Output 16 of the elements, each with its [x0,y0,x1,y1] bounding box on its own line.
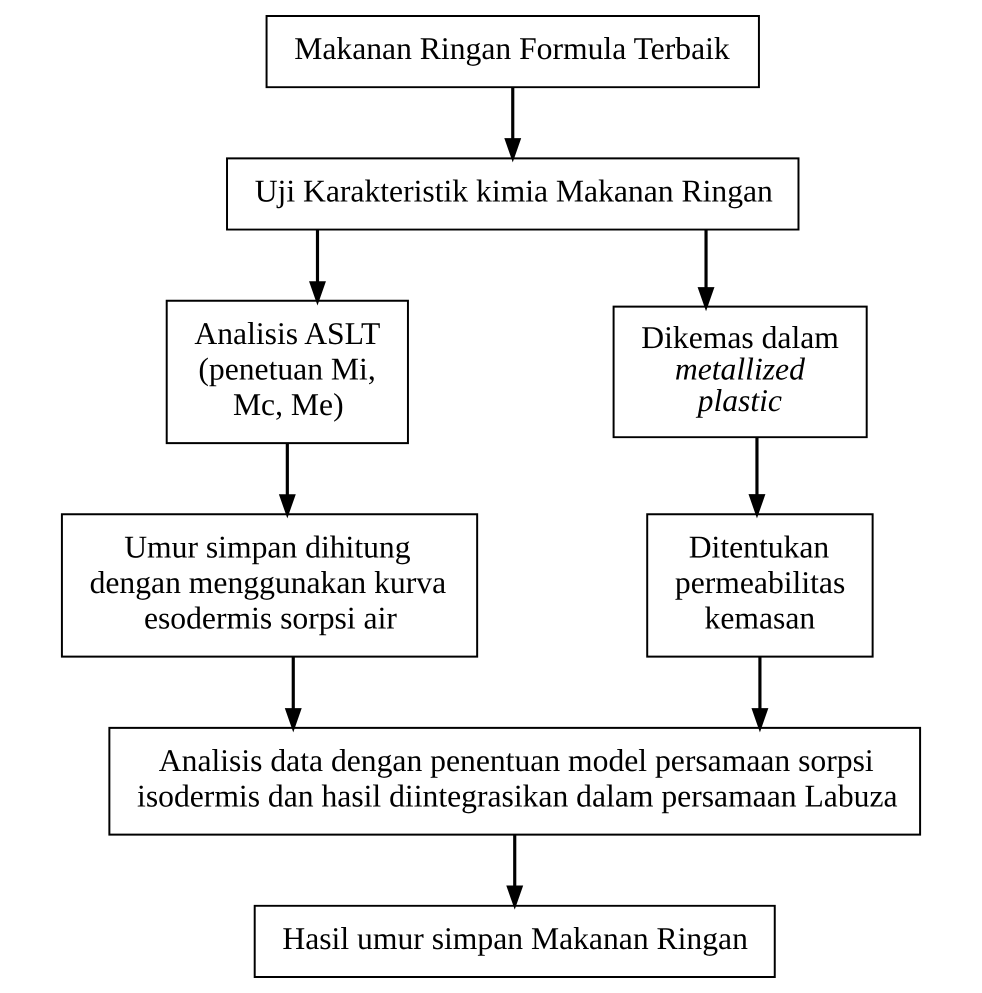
node-box: Analisis ASLT (penetuan Mi, Mc, Me) [166,300,409,444]
node-box: Makanan Ringan Formula Terbaik [266,15,760,88]
arrow [278,444,296,518]
arrow [748,438,766,518]
node-box: Uji Karakteristik kimia Makanan Ringan [226,157,800,231]
arrow [751,656,768,732]
node-box: Ditentukan permeabilitas kemasan [646,513,874,658]
node-box: Umur simpan dihitung dengan menggunakan kurva esodermis sorpsi air [60,513,478,658]
arrow [698,230,714,312]
arrow [504,88,522,162]
arrow [284,656,302,732]
arrow [309,230,326,306]
node-box: Dikemas dalam metallized plastic [612,306,868,438]
node-box: Hasil umur simpan Makanan Ringan [254,904,776,978]
arrow [506,835,524,910]
node-box: Analisis data dengan penentuan model persamaan sorpsi isodermis dan hasil diintegrasikan dalam persamaan Labuza [108,726,922,836]
